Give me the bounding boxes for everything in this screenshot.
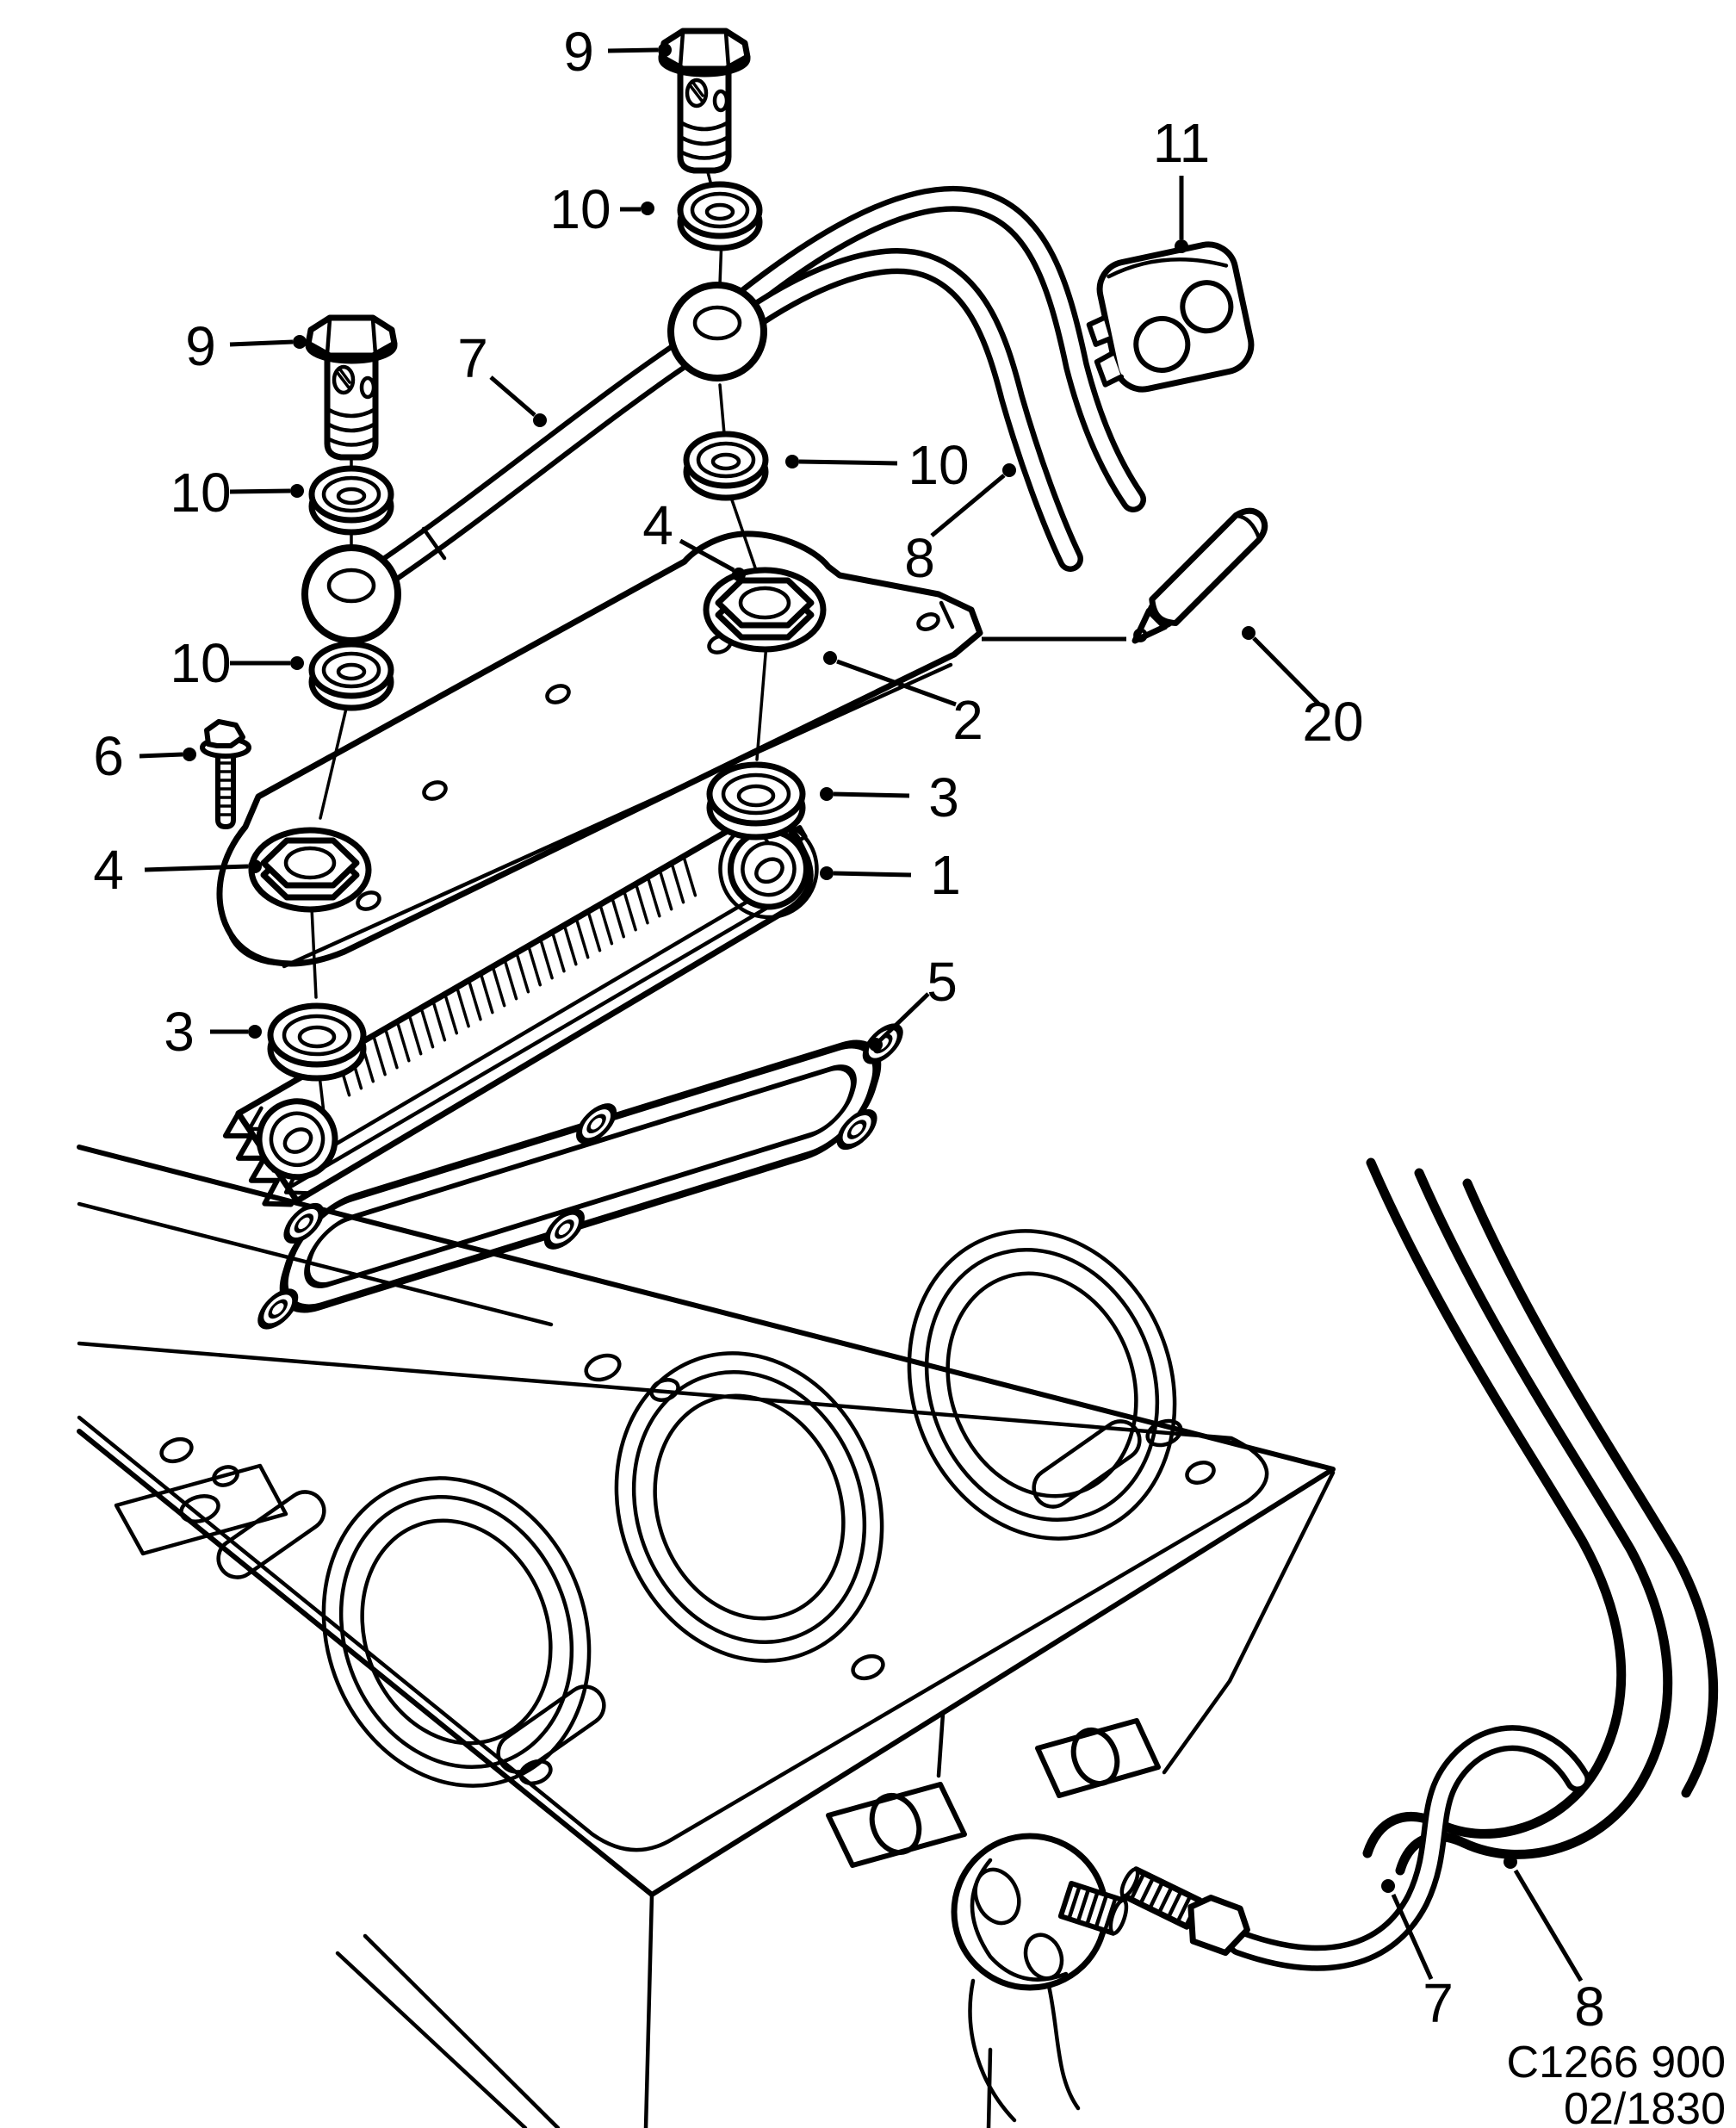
- callout-sealant-stick: 20: [1302, 691, 1363, 753]
- figure-revision: 02/1830: [1564, 2084, 1726, 2128]
- engine-block: [77, 1145, 1336, 2128]
- pipe-clamp-11: [1086, 241, 1255, 393]
- callout-hose-upper: 8: [904, 527, 935, 589]
- callout-banjo-bolt-top: 9: [563, 21, 594, 83]
- hose-pair-upper-8: [700, 185, 1146, 572]
- washer-10-right: [686, 434, 766, 498]
- figure-code: C1266 900: [1507, 2038, 1726, 2088]
- callout-oil-pipe-lower: 7: [1423, 1972, 1454, 2034]
- callout-washer-top: 10: [549, 178, 611, 240]
- callout-banjo-bolt-left: 9: [185, 315, 216, 377]
- seal-3-right: [710, 765, 803, 837]
- callout-gasket: 5: [927, 951, 958, 1013]
- nut-upper-4: [706, 570, 823, 649]
- banjo-fitting-left: [305, 548, 398, 641]
- washer-10-left-lower: [312, 644, 391, 708]
- callout-flange-bolt: 6: [93, 725, 124, 787]
- washer-10-left-upper: [312, 468, 391, 532]
- oil-pipe-lower-assembly: [1119, 1725, 1590, 1971]
- callout-oil-pipe-upper: 7: [457, 327, 488, 389]
- banjo-fitting-top: [671, 285, 764, 378]
- oil-filter-adapter: [826, 1711, 1161, 2128]
- callout-leaders: [139, 43, 1584, 1982]
- callout-nut-upper: 4: [642, 494, 673, 556]
- oil-pipe-upper-7: [371, 335, 704, 586]
- flange-bolt-6: [200, 719, 251, 829]
- callout-labels: 9 10 11 9 7 10 10 4 10 8 2 20 6 3 4 1 5 …: [93, 21, 1605, 2038]
- callout-cover-plate: 2: [952, 689, 983, 751]
- cylinder-bore-3: [907, 1229, 1177, 1541]
- callout-washer-right: 10: [908, 434, 969, 496]
- callout-nut-left: 4: [93, 839, 124, 901]
- gasket-5: [253, 1013, 907, 1341]
- nut-left-4: [251, 830, 369, 909]
- callout-seal-right: 3: [928, 766, 959, 828]
- callout-oil-cooler: 1: [930, 844, 961, 906]
- washer-10-top: [680, 184, 760, 248]
- seal-3-left: [270, 1006, 363, 1078]
- banjo-bolt-9-left: [308, 318, 394, 457]
- cylinder-bore-1: [321, 1476, 592, 1788]
- hose-bundle-right: [1362, 1157, 1719, 1876]
- callout-washer-left-lower: 10: [170, 632, 231, 694]
- callout-pipe-clamp: 11: [1153, 112, 1210, 174]
- callout-washer-left-upper: 10: [170, 462, 231, 524]
- sealant-stick-20: [1132, 507, 1268, 644]
- callout-hose-lower: 8: [1574, 1976, 1605, 2038]
- cylinder-bore-2: [614, 1351, 884, 1663]
- callout-seal-left: 3: [164, 1001, 195, 1063]
- banjo-bolt-9-top: [661, 31, 747, 171]
